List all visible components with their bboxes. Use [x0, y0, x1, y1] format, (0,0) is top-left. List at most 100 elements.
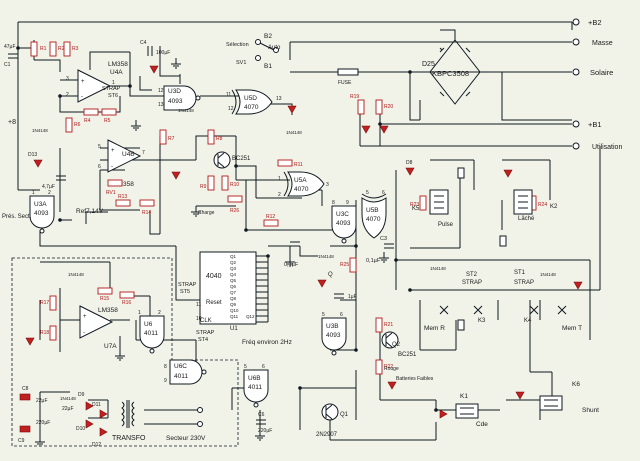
label-u5b: U5B [366, 207, 379, 214]
label-k3: K3 [478, 318, 486, 324]
label-c6v: 220µF [258, 428, 272, 434]
capacitor-c4 [147, 46, 153, 56]
diode-labels: 1N4148 D13 1N4148 1N4148 D8 1N4148 D9 D1… [28, 108, 556, 448]
label-c8v: 22µF [36, 398, 48, 404]
label-u4a: U4A [110, 69, 123, 76]
label-r26: R26 [230, 208, 239, 214]
pin-13: 13 [158, 102, 164, 108]
label-utilisation: Utilisation [592, 144, 622, 151]
label-lm358-bot: LM358 [98, 307, 118, 314]
pin-q6: Q6 [230, 284, 237, 289]
terminal-utilisation: Utilisation [572, 142, 622, 151]
gate-u6c: U6C 4011 [169, 359, 207, 385]
label-c4: C4 [140, 40, 147, 46]
label-r7: R7 [168, 136, 175, 142]
pin-q5: Q5 [230, 278, 237, 283]
label-fuse: FUSE [338, 80, 352, 86]
label-u6c-type: 4011 [174, 373, 188, 380]
label-r24: R24 [538, 202, 547, 208]
label-c1v: 47µF [4, 44, 16, 50]
transistor-bc251-top: BC251 Charge [198, 151, 251, 216]
pin-2d: 2 [66, 92, 69, 98]
gate-u5b: U5B 4070 [361, 193, 387, 239]
led-b1 [361, 125, 371, 134]
pin-1c: 1 [138, 310, 141, 316]
pin-6c: 6 [262, 364, 265, 370]
label-c9: C9 [18, 438, 25, 444]
label-c2v: 0,1µF [284, 262, 299, 268]
label-diode-6: 1N4148 [430, 266, 446, 271]
capacitors: 47µF C1 C4 100µF 0,1µF C3 0,1µF 1µF 4,7µ… [4, 40, 507, 444]
label-r22: R22 [384, 364, 393, 370]
label-c8: C8 [22, 386, 29, 392]
diode-d9 [85, 401, 94, 411]
label-st2: ST2 [466, 272, 478, 278]
label-c3v: 0,1µF [366, 258, 381, 264]
label-c3: C3 [380, 236, 387, 242]
label-d12: D12 [92, 442, 101, 448]
capacitor-c3 [384, 243, 394, 249]
led-k1 [439, 409, 448, 419]
label-u3b: U3B [326, 323, 339, 330]
relay-k6: K6 Shunt [539, 381, 599, 414]
resistor-rv1 [107, 179, 123, 187]
label-r14: R14 [142, 210, 151, 216]
label-r15: R15 [100, 296, 109, 302]
label-d13: D13 [28, 152, 37, 158]
label-c9b: 22µF [62, 406, 74, 412]
label-r10: R10 [230, 182, 239, 188]
label-b2-switch: B2 [264, 33, 272, 40]
capacitor-c8 [19, 393, 31, 401]
label-mem-r: Mem R [424, 325, 445, 332]
label-d8: D8 [406, 160, 413, 166]
relay-k1: K1 Cde [455, 393, 488, 428]
label-r1: R1 [40, 46, 47, 52]
selection-switch-sv1: Sélection B2 Auto B1 SV1 [226, 33, 281, 70]
resistor-r25 [349, 257, 357, 273]
label-r6: R6 [74, 122, 81, 128]
label-clk: CLK [200, 318, 212, 324]
label-freq: Fréq environ 2Hz [242, 339, 292, 346]
label-c1: C1 [4, 62, 11, 68]
led-bottom-left [25, 337, 35, 346]
pin-12: 12 [158, 88, 164, 94]
label-u5d-type: 4070 [244, 104, 259, 111]
label-strap-st4: STRAP [196, 330, 215, 336]
fuse: FUSE [337, 68, 359, 86]
pin-11b: 11 [196, 302, 201, 308]
pin-9b: 9 [164, 378, 167, 384]
label-secteur: Secteur 230V [166, 435, 206, 442]
pin-11: 11 [226, 92, 231, 98]
label-selection: Sélection [226, 42, 249, 48]
svg-text:-: - [111, 164, 113, 170]
label-auto: Auto [268, 45, 281, 51]
label-r11: R11 [294, 162, 303, 168]
label-charge: Charge [198, 210, 215, 216]
label-u1: U1 [230, 326, 238, 332]
label-d10: D10 [76, 426, 85, 432]
label-shunt: Shunt [582, 407, 599, 414]
label-mem-t: Mem T [562, 325, 582, 332]
pin-q3: Q3 [230, 266, 237, 271]
diode-d11 [99, 409, 108, 419]
label-st6: ST6 [108, 93, 118, 99]
label-q-pin: Q [328, 272, 333, 278]
label-bc251-top: BC251 [232, 156, 251, 162]
label-k6: K6 [572, 381, 580, 388]
label-sv1: SV1 [236, 60, 246, 66]
ground-symbols [35, 58, 389, 447]
svg-text:+: + [111, 148, 115, 154]
pin-numbers: 12 13 11 12 13 1 2 3 8 9 5 6 1 2 1 2 5 6… [32, 76, 385, 384]
counter-u1: 4040 Reset CLK U1 Q1 Q2 Q3 Q4 Q5 Q6 Q7 Q… [178, 251, 292, 346]
label-c6: C6 [258, 412, 265, 418]
resistor-r6 [65, 117, 73, 133]
pin-6: 6 [382, 190, 385, 196]
capacitor-cref [56, 175, 66, 181]
resistor-r13 [115, 199, 131, 207]
pin-6d: 6 [98, 164, 101, 170]
mains-enclosure [11, 257, 239, 447]
pin-3: 3 [326, 182, 329, 188]
label-kbpc3508: KBPC3508 [432, 69, 469, 78]
resistor-r10 [221, 175, 229, 191]
